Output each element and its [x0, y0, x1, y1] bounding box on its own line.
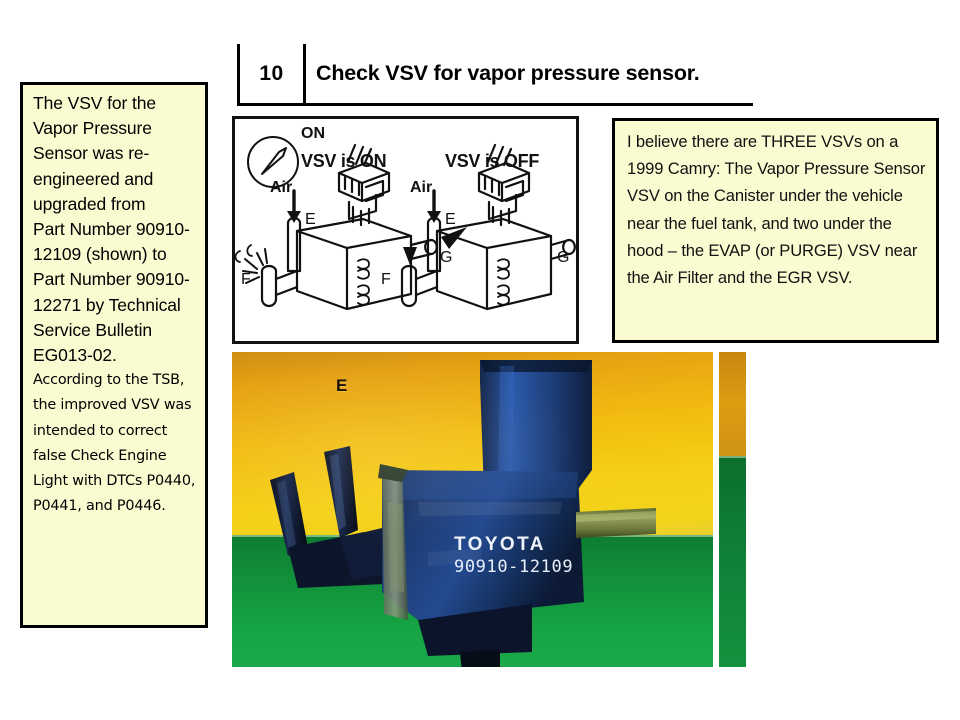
- photo-strip-surface-edge: [719, 455, 746, 458]
- step-number: 10: [240, 44, 306, 103]
- photo-strip-background-lower: [719, 455, 746, 667]
- left-note-paragraph-2: According to the TSB, the improved VSV w…: [33, 372, 196, 515]
- on-badge-circle: [247, 136, 299, 188]
- left-annotation-note: The VSV for the Vapor Pressure Sensor wa…: [20, 82, 208, 628]
- air-label-off: Air: [410, 179, 433, 196]
- port-label-g-on: G: [440, 249, 453, 266]
- port-label-g-off: G: [557, 249, 570, 266]
- on-badge-label: ON: [301, 125, 325, 142]
- air-label-on: Air: [270, 179, 293, 196]
- screwdriver-glyph: [261, 147, 287, 175]
- vsv-part-illustration: [270, 360, 656, 667]
- port-label-f-off: F: [381, 271, 391, 288]
- vsv-photo-strip: [719, 352, 746, 667]
- photo-port-label-e: E: [336, 376, 348, 395]
- panel-title-off: VSV is OFF: [445, 151, 540, 171]
- manual-step-header: 10 Check VSV for vapor pressure sensor.: [237, 44, 753, 106]
- right-note-text: I believe there are THREE VSVs on a 1999…: [627, 132, 926, 288]
- vsv-schematic-svg: [235, 136, 576, 311]
- port-label-e-on: E: [305, 211, 316, 228]
- photo-strip-background-upper: [719, 352, 746, 456]
- vsv-photo-main: E TOYOTA 90910-12109: [232, 352, 713, 667]
- panel-title-on: VSV is ON: [301, 151, 387, 171]
- step-title: Check VSV for vapor pressure sensor.: [316, 61, 700, 85]
- port-label-e-off: E: [445, 211, 456, 228]
- left-note-paragraph-1: The VSV for the Vapor Pressure Sensor wa…: [33, 93, 190, 366]
- right-annotation-note: I believe there are THREE VSVs on a 1999…: [612, 118, 939, 343]
- port-label-f-on: F: [241, 271, 251, 288]
- vsv-schematic-panel: ON VSV is ON VSV is OFF Air Air E F G E …: [232, 116, 579, 344]
